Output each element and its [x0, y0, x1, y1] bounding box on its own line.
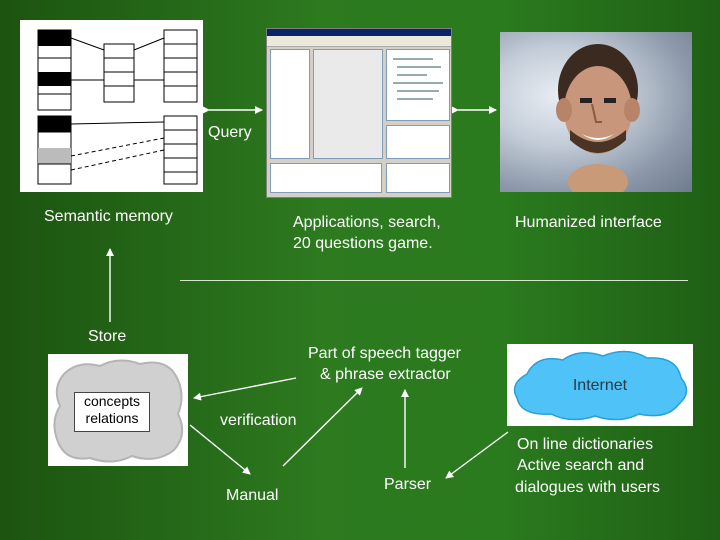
- app-menubar: [267, 36, 451, 47]
- talking-head-icon: [556, 44, 640, 192]
- table-diagram-icon: [37, 29, 198, 185]
- online-label-line2: Active search and: [517, 457, 645, 474]
- app-titlebar: [267, 29, 451, 36]
- blue-cloud-icon: Internet: [513, 350, 688, 421]
- online-to-parser-arrow: [445, 431, 509, 479]
- online-label-line1: On line dictionaries: [517, 436, 654, 453]
- verification-label: verification: [220, 412, 297, 429]
- online-label-line3: dialogues with users: [515, 479, 660, 496]
- manual-to-tagger-arrow: [282, 387, 363, 467]
- app-left-pane: [270, 49, 310, 159]
- pos-tagger-label-line2: & phrase extractor: [320, 366, 451, 383]
- pos-tagger-label-line1: Part of speech tagger: [308, 345, 461, 362]
- humanized-face-image: [500, 32, 692, 192]
- applications-label-line2: 20 questions game.: [293, 235, 433, 252]
- manual-label: Manual: [226, 487, 279, 504]
- query-label: Query: [208, 124, 252, 141]
- semantic-memory-label: Semantic memory: [44, 208, 173, 225]
- relations-text: relations: [85, 410, 139, 426]
- concepts-text: concepts: [83, 393, 141, 409]
- concepts-relations-box: concepts relations: [48, 354, 188, 466]
- app-center-pane: [313, 49, 383, 159]
- app-props-pane: [386, 125, 450, 159]
- applications-label-line1: Applications, search,: [293, 214, 441, 231]
- app-bottom-pane: [270, 163, 382, 193]
- application-screenshot: [266, 28, 452, 198]
- internet-text: Internet: [573, 377, 628, 394]
- concepts-label-box: concepts relations: [74, 392, 150, 432]
- separator-line: [180, 280, 688, 281]
- parser-label: Parser: [384, 476, 432, 493]
- humanized-interface-label: Humanized interface: [515, 214, 662, 231]
- app-bottom-right-pane: [386, 163, 450, 193]
- store-label: Store: [88, 328, 127, 345]
- concepts-to-manual-arrow: [189, 424, 251, 475]
- semantic-memory-image: [20, 20, 203, 192]
- internet-box: Internet: [507, 344, 693, 426]
- app-tree-pane: [386, 49, 450, 121]
- tagger-to-concepts-arrow: [193, 377, 297, 401]
